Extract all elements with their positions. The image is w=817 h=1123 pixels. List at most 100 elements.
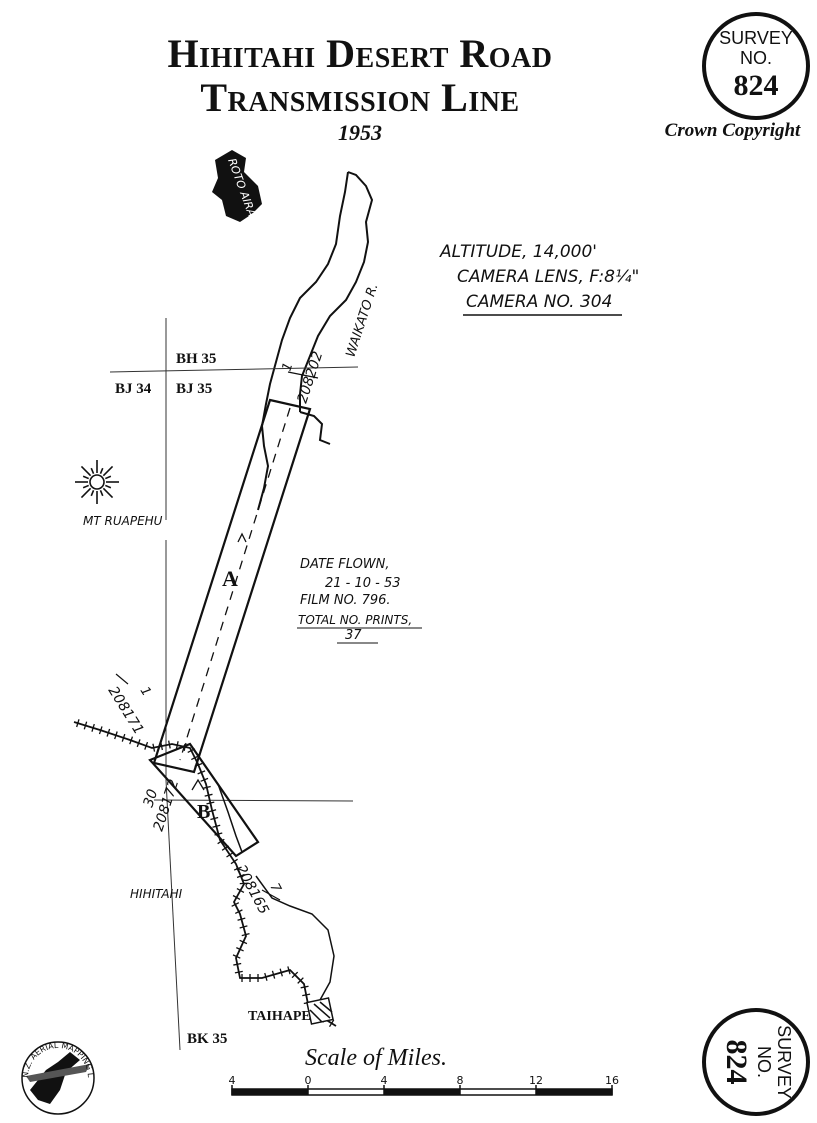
- railway-tie: [233, 962, 242, 966]
- stamp-bottom-number: 824: [720, 1040, 753, 1085]
- railway-tie: [76, 719, 80, 728]
- ruapehu-ray: [90, 467, 95, 474]
- railway-tie: [197, 770, 206, 775]
- title-year: 1953: [338, 120, 382, 145]
- stamp-top-line2: NO.: [740, 48, 772, 68]
- railway-tie: [300, 985, 309, 989]
- railway-tie: [239, 925, 248, 929]
- ruapehu-ray: [102, 487, 114, 499]
- ruapehu-ray: [82, 475, 89, 480]
- railway-tie: [217, 838, 225, 845]
- company-logo: N.Z. AERIAL MAPPING LTD.: [0, 0, 95, 1115]
- waikato-river: WAIKATO R.: [257, 171, 382, 511]
- strip-a-label: A: [222, 566, 238, 591]
- hihitahi-label: HIHITAHI: [130, 887, 183, 901]
- title-line-2: Transmission Line: [200, 75, 520, 120]
- stamp-bottom-line1: SURVEY: [774, 1025, 794, 1099]
- stamp-top-line1: SURVEY: [719, 28, 793, 48]
- railway-tie: [231, 902, 240, 907]
- railway-tie: [291, 971, 299, 979]
- railway-tie: [210, 816, 219, 821]
- railway-tie: [167, 740, 171, 749]
- railway-tie: [187, 748, 196, 753]
- grid-label-bk35: BK 35: [187, 1031, 227, 1047]
- photo-number-30: 30: [141, 787, 162, 809]
- scale-segment: [232, 1089, 308, 1095]
- railway-tie: [212, 824, 221, 828]
- railway-tie: [98, 726, 103, 735]
- title-line-1: Hihitahi Desert Road: [167, 31, 553, 76]
- ruapehu-ray: [99, 467, 104, 474]
- railway-tie: [237, 917, 246, 921]
- scale-title: Scale of Miles.: [305, 1045, 447, 1071]
- railway-tie: [144, 741, 149, 750]
- taihape-label: TAIHAPE: [248, 1009, 311, 1024]
- railway-tie: [200, 777, 209, 782]
- ruapehu-ray: [105, 484, 112, 489]
- railway-tie: [297, 977, 304, 984]
- scale-segment: [384, 1089, 460, 1095]
- stamp-top-number: 824: [734, 69, 779, 102]
- grid-label-bj34: BJ 34: [115, 381, 152, 397]
- railway-tie: [241, 932, 250, 937]
- date-flown-text: DATE FLOWN,: [300, 557, 390, 572]
- grid-label-bj35: BJ 35: [176, 381, 212, 397]
- railway-tie: [129, 736, 134, 745]
- railway-tie: [226, 852, 234, 858]
- scale-tick-label: 0: [305, 1074, 312, 1087]
- mt-ruapehu-symbol: [75, 460, 119, 504]
- scale-tick-label: 8: [457, 1074, 464, 1087]
- altitude-text: ALTITUDE, 14,000': [439, 242, 597, 262]
- flight-info: ALTITUDE, 14,000' CAMERA LENS, F:8¼" CAM…: [439, 242, 639, 316]
- highway: [217, 783, 335, 1011]
- strip-b-label: B: [197, 801, 210, 823]
- date-text: 21 - 10 - 53: [325, 576, 401, 591]
- taihape-town: [306, 997, 334, 1025]
- strip-b: B: [148, 742, 260, 858]
- total-prints-text: TOTAL NO. PRINTS,: [298, 613, 412, 627]
- railway-tie: [206, 801, 215, 805]
- railway-tie: [214, 832, 223, 836]
- survey-stamp-top: SURVEY NO. 824: [702, 12, 810, 120]
- railway-tie: [328, 1019, 335, 1028]
- railway-tie: [136, 739, 141, 748]
- ruapehu-ray: [102, 465, 114, 477]
- ruapehu-ray: [80, 487, 92, 499]
- scale-segment: [536, 1089, 612, 1095]
- railway-tie: [191, 755, 199, 761]
- ruapehu-ray: [99, 490, 104, 497]
- railway-tie: [152, 743, 156, 752]
- railway-tie: [287, 966, 291, 975]
- strip-a: A: [152, 398, 312, 774]
- scale-tick-label: 4: [381, 1074, 388, 1087]
- scale-tick-label: 16: [605, 1074, 619, 1087]
- railway-tie: [121, 733, 126, 742]
- railway-tie: [91, 723, 95, 732]
- crown-copyright: Crown Copyright: [664, 120, 801, 141]
- railway-tie: [221, 845, 230, 851]
- date-info: DATE FLOWN, 21 - 10 - 53 FILM NO. 796. T…: [297, 557, 422, 644]
- photo-number-1-top: 1: [280, 361, 297, 374]
- camera-lens-text: CAMERA LENS, F:8¼": [457, 267, 639, 287]
- railway-tie: [202, 785, 211, 789]
- railway-tie: [204, 793, 213, 797]
- railway-tie: [106, 728, 111, 737]
- ruapehu-ray: [105, 475, 112, 480]
- logo-text: N.Z. AERIAL MAPPING LTD.: [0, 0, 95, 1078]
- railway-tie: [271, 970, 276, 979]
- lake-rotoaira: ROTO AIRA: [212, 150, 262, 222]
- total-prints-value: 37: [345, 628, 362, 643]
- railway-tie: [183, 742, 187, 751]
- railway-tie: [236, 873, 245, 879]
- logo-text-path: N.Z. AERIAL MAPPING LTD.: [0, 0, 95, 1078]
- railway-tie: [279, 968, 283, 977]
- survey-stamp-bottom: SURVEY NO. 824: [702, 1008, 810, 1116]
- railway-track: [73, 719, 337, 1028]
- railway-tie: [114, 731, 118, 740]
- railway-tie: [230, 858, 238, 865]
- railway-tie: [208, 809, 217, 813]
- railway-tie: [239, 939, 248, 945]
- camera-number-text: CAMERA NO. 304: [466, 292, 612, 312]
- railway-tie: [236, 887, 245, 893]
